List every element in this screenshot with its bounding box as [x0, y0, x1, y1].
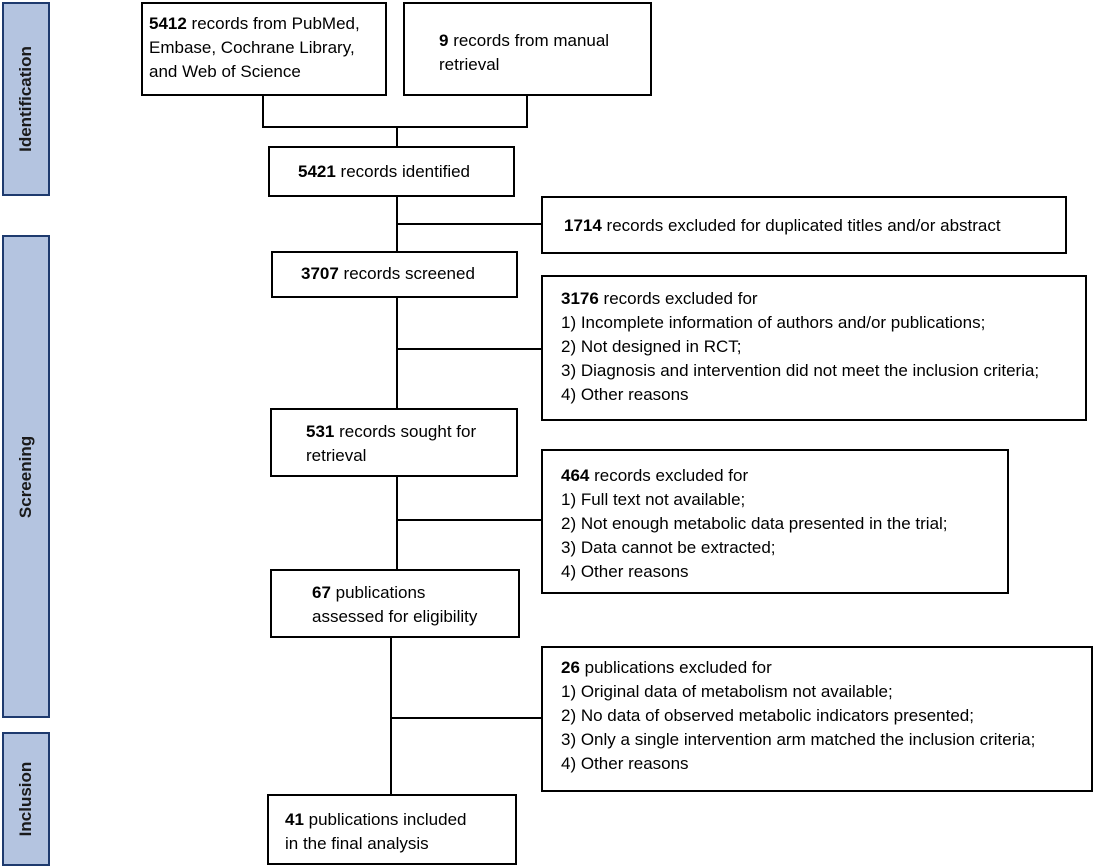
- connector-merge-down: [396, 126, 398, 146]
- screening-excluded-count: 3176: [561, 289, 599, 308]
- box-records-sought: 531 records sought for retrieval: [270, 408, 518, 477]
- screened-text: records screened: [338, 264, 475, 283]
- connector-main-2: [396, 297, 398, 409]
- box-retrieval-excluded: 464 records excluded for 1) Full text no…: [541, 449, 1009, 594]
- included-text: publications included: [303, 810, 467, 829]
- identified-count: 5421: [298, 162, 336, 181]
- assessed-count: 67: [312, 583, 331, 602]
- eligibility-excluded-count: 26: [561, 658, 580, 677]
- retrieval-reason-4: 4) Other reasons: [561, 562, 689, 581]
- box-eligibility-excluded: 26 publications excluded for 1) Original…: [541, 646, 1093, 792]
- phase-inclusion-label: Inclusion: [16, 761, 35, 837]
- duplicates-text: records excluded for duplicated titles a…: [601, 216, 1001, 235]
- eligibility-reason-2: 2) No data of observed metabolic indicat…: [561, 706, 974, 725]
- sought-line2: retrieval: [306, 446, 367, 465]
- database-records-line3: and Web of Science: [149, 62, 301, 81]
- assessed-line2: assessed for eligibility: [312, 607, 478, 626]
- box-publications-included: 41 publications included in the final an…: [267, 794, 517, 865]
- box-screening-excluded: 3176 records excluded for 1) Incomplete …: [541, 275, 1087, 421]
- phase-inclusion: Inclusion: [2, 732, 50, 866]
- screening-reason-3: 3) Diagnosis and intervention did not me…: [561, 361, 1040, 380]
- connector-branch-eligibility: [390, 717, 542, 719]
- sought-text: records sought for: [334, 422, 477, 441]
- eligibility-reason-3: 3) Only a single intervention arm matche…: [561, 730, 1036, 749]
- connector-main-3: [396, 476, 398, 570]
- screening-reason-1: 1) Incomplete information of authors and…: [561, 313, 986, 332]
- connector-manual-down: [526, 95, 528, 127]
- box-assessed-eligibility: 67 publications assessed for eligibility: [270, 569, 520, 638]
- screening-reason-4: 4) Other reasons: [561, 385, 689, 404]
- eligibility-excluded-text: publications excluded for: [579, 658, 772, 677]
- retrieval-reason-2: 2) Not enough metabolic data presented i…: [561, 514, 948, 533]
- database-records-count: 5412: [149, 14, 187, 33]
- screening-reason-2: 2) Not designed in RCT;: [561, 337, 742, 356]
- database-records-text: records from PubMed,: [186, 14, 360, 33]
- sought-count: 531: [306, 422, 335, 441]
- duplicates-count: 1714: [564, 216, 602, 235]
- phase-screening: Screening: [2, 235, 50, 718]
- identified-text: records identified: [335, 162, 471, 181]
- box-manual-records: 9 records from manual retrieval: [403, 2, 652, 96]
- manual-records-text: records from manual: [448, 31, 610, 50]
- eligibility-reason-4: 4) Other reasons: [561, 754, 689, 773]
- box-records-screened: 3707 records screened: [271, 251, 518, 298]
- connector-branch-screen: [396, 348, 542, 350]
- screening-excluded-text: records excluded for: [598, 289, 758, 308]
- manual-records-line2: retrieval: [439, 55, 500, 74]
- retrieval-reason-3: 3) Data cannot be extracted;: [561, 538, 776, 557]
- database-records-line2: Embase, Cochrane Library,: [149, 38, 355, 57]
- phase-screening-label: Screening: [16, 435, 35, 518]
- eligibility-reason-1: 1) Original data of metabolism not avail…: [561, 682, 893, 701]
- phase-identification: Identification: [2, 2, 50, 196]
- phase-identification-label: Identification: [16, 46, 35, 152]
- box-database-records: 5412 records from PubMed, Embase, Cochra…: [141, 2, 387, 96]
- retrieval-excluded-text: records excluded for: [589, 466, 749, 485]
- retrieval-reason-1: 1) Full text not available;: [561, 490, 746, 509]
- manual-records-count: 9: [439, 31, 449, 50]
- connector-main-4: [390, 637, 392, 795]
- connector-merge: [262, 126, 528, 128]
- connector-branch-duplicates: [396, 223, 542, 225]
- connector-pubmed-down: [262, 95, 264, 127]
- included-count: 41: [285, 810, 304, 829]
- box-records-identified: 5421 records identified: [268, 146, 515, 197]
- connector-branch-retrieval: [396, 519, 542, 521]
- assessed-text: publications: [330, 583, 426, 602]
- screened-count: 3707: [301, 264, 339, 283]
- retrieval-excluded-count: 464: [561, 466, 590, 485]
- box-duplicates-excluded: 1714 records excluded for duplicated tit…: [541, 196, 1067, 254]
- included-line2: in the final analysis: [285, 834, 429, 853]
